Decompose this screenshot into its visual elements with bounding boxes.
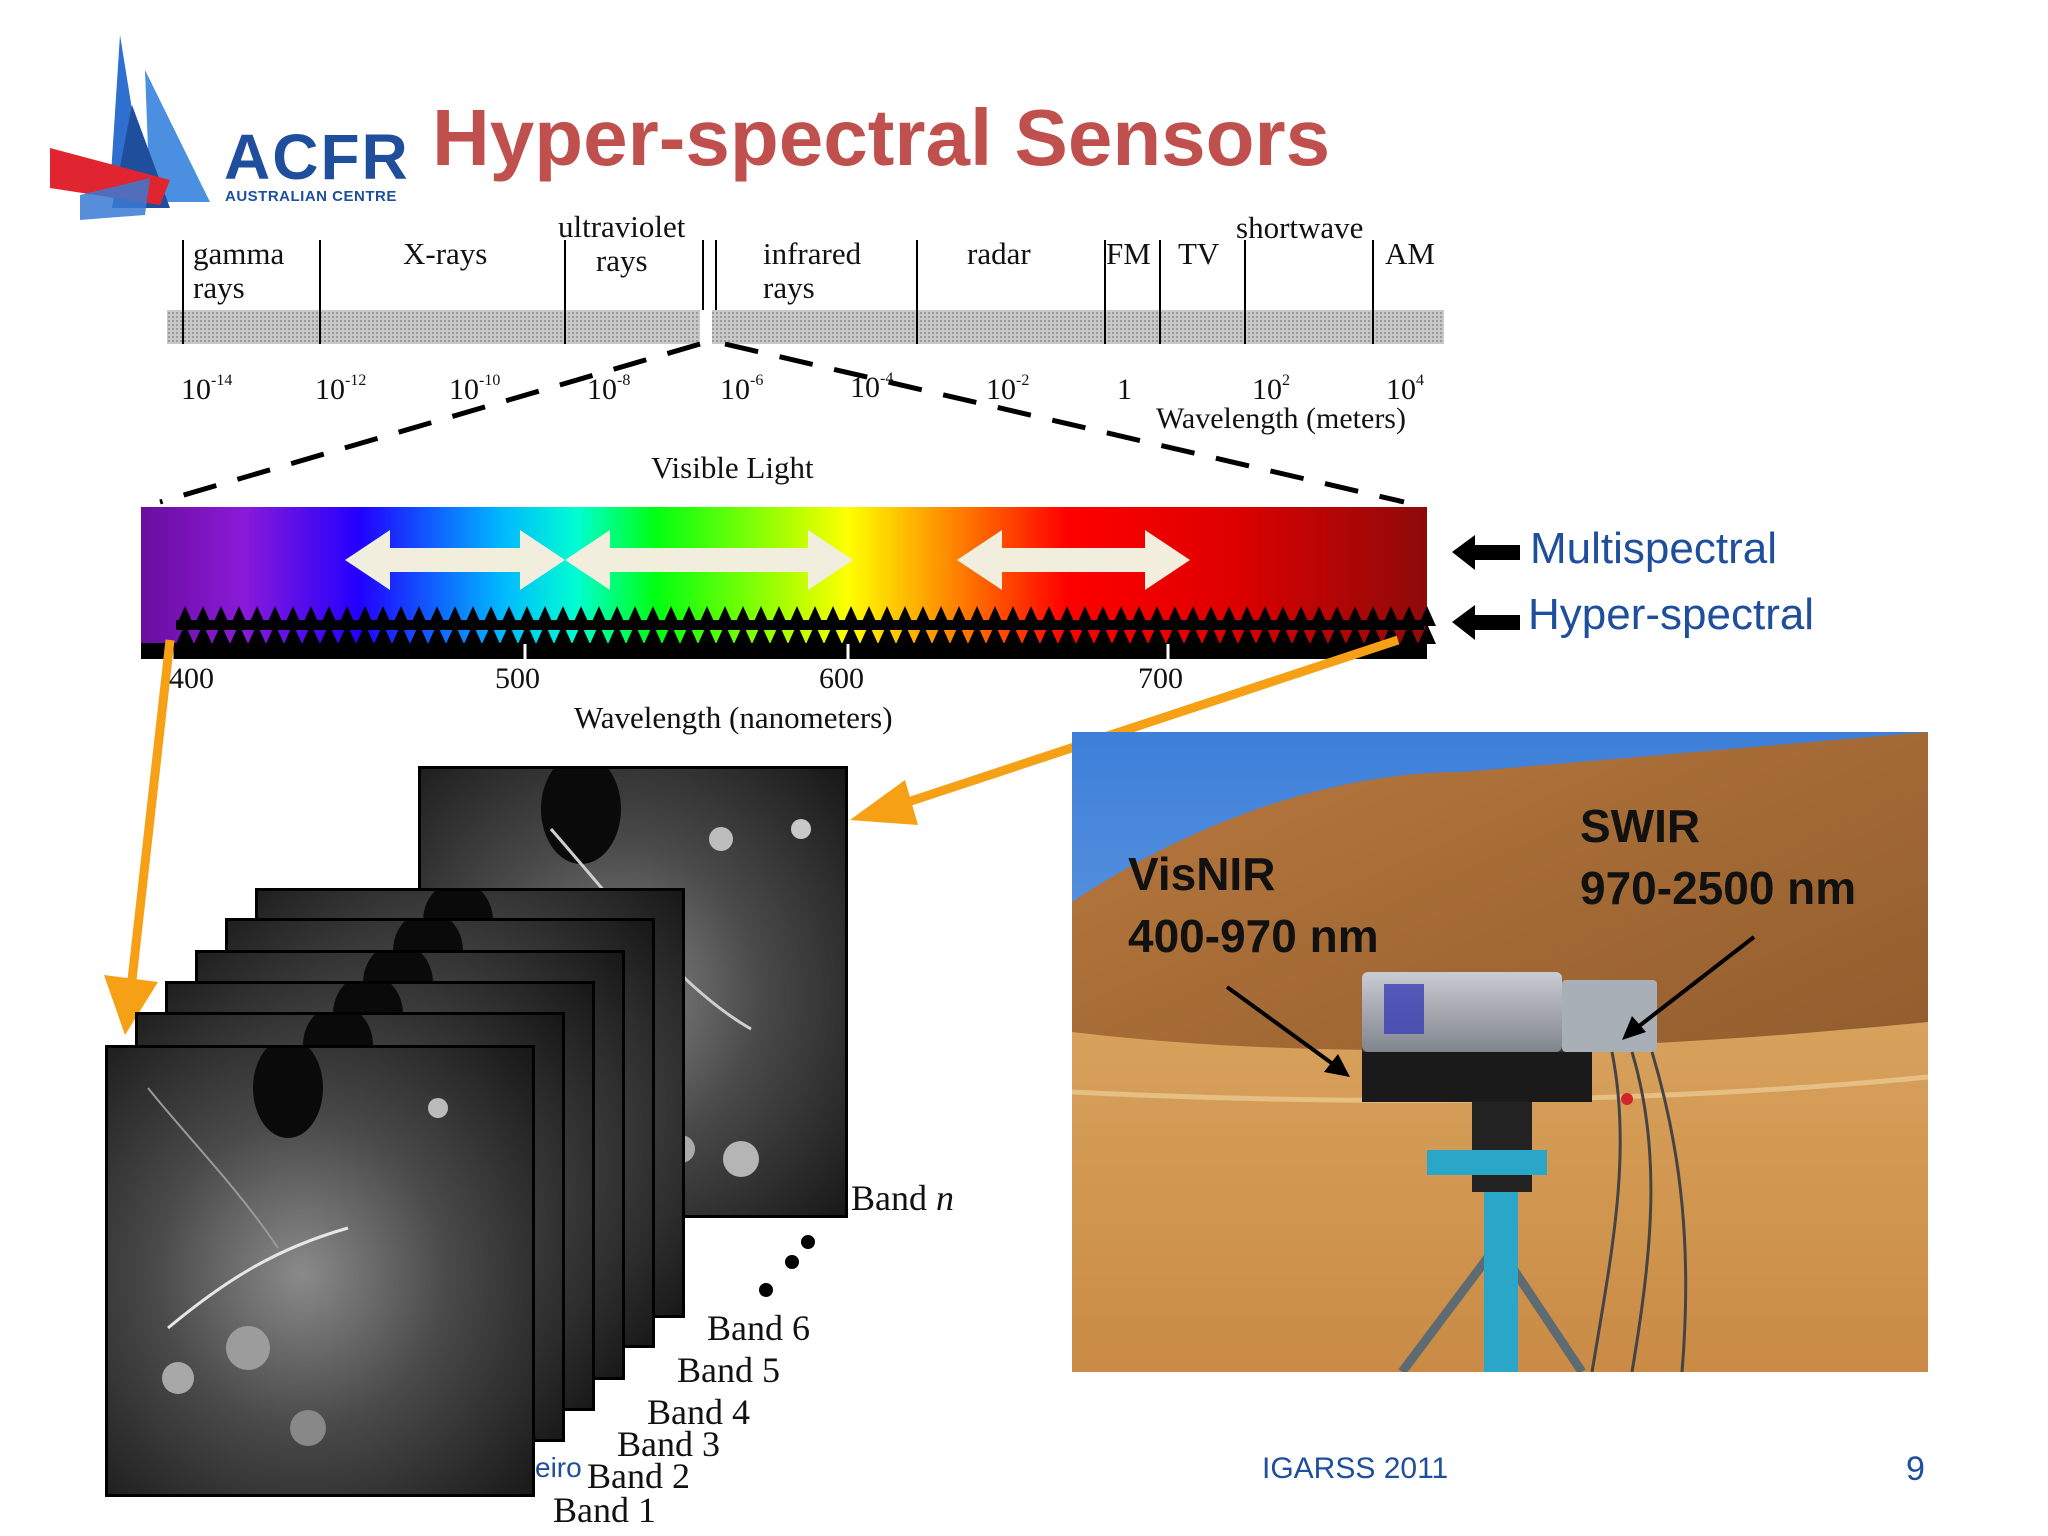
- logo-text: ACFR: [224, 121, 410, 193]
- em-tick: 10-6: [720, 372, 764, 406]
- footer-left-fragment: eiro: [535, 1452, 582, 1483]
- em-label-fm: FM: [1106, 236, 1151, 271]
- em-tick: 10-10: [449, 372, 501, 406]
- logo-subtext: AUSTRALIAN CENTRE: [225, 188, 397, 205]
- footer-conference: IGARSS 2011: [1262, 1452, 1449, 1485]
- hyperspectral-band-markers: [176, 606, 1436, 644]
- em-label-xrays: X-rays: [403, 236, 488, 271]
- em-tick: 10-2: [986, 372, 1030, 406]
- band-label-3: Band 3: [617, 1424, 720, 1464]
- band-label-6: Band 6: [707, 1308, 810, 1348]
- em-tick: 10-14: [181, 372, 233, 406]
- page-number: 9: [1906, 1450, 1925, 1488]
- nm-tick: 600: [819, 662, 864, 695]
- band-label-4: Band 4: [647, 1392, 750, 1432]
- nm-tick: 400: [169, 662, 214, 695]
- em-label-radar: radar: [967, 236, 1031, 271]
- em-axis-label: Wavelength (meters): [1156, 402, 1406, 435]
- satellite-texture-icon: [108, 1048, 532, 1494]
- band-image-1: [105, 1045, 535, 1497]
- band-label-1: Band 1: [553, 1490, 656, 1530]
- em-tick: 10-8: [587, 372, 631, 406]
- nm-tick: 500: [495, 662, 540, 695]
- legend-hyperspectral: Hyper-spectral: [1528, 590, 1815, 639]
- sensor-photo: [1072, 732, 1928, 1372]
- em-label-am: AM: [1385, 236, 1435, 271]
- multispectral-band-arrows: [345, 530, 1190, 590]
- ellipsis-icon: [759, 1235, 815, 1297]
- band-label-5: Band 5: [677, 1350, 780, 1390]
- band-label-2: Band 2: [587, 1456, 690, 1496]
- band-label-n: Band n: [851, 1178, 954, 1218]
- em-tick: 1: [1117, 373, 1132, 406]
- em-label-ultraviolet: ultraviolet rays: [558, 209, 686, 278]
- em-label-tv: TV: [1178, 236, 1220, 271]
- hyperspectral-arrow-icon: [1452, 605, 1520, 640]
- nm-tick: 700: [1138, 662, 1183, 695]
- em-tick: 104: [1386, 372, 1424, 406]
- em-tick: 102: [1252, 372, 1290, 406]
- em-label-gamma: gamma rays: [193, 236, 285, 305]
- em-label-shortwave: shortwave: [1236, 210, 1364, 245]
- multispectral-arrow-icon: [1452, 535, 1520, 570]
- acfr-logo-icon: [50, 35, 210, 220]
- em-tick: 10-4: [850, 370, 894, 404]
- nm-axis-label: Wavelength (nanometers): [574, 700, 893, 735]
- em-label-infrared: infrared rays: [763, 236, 862, 305]
- visible-light-title: Visible Light: [651, 450, 814, 485]
- em-tick: 10-12: [315, 372, 367, 406]
- legend-multispectral: Multispectral: [1530, 524, 1777, 573]
- page-title: Hyper-spectral Sensors: [432, 93, 1331, 182]
